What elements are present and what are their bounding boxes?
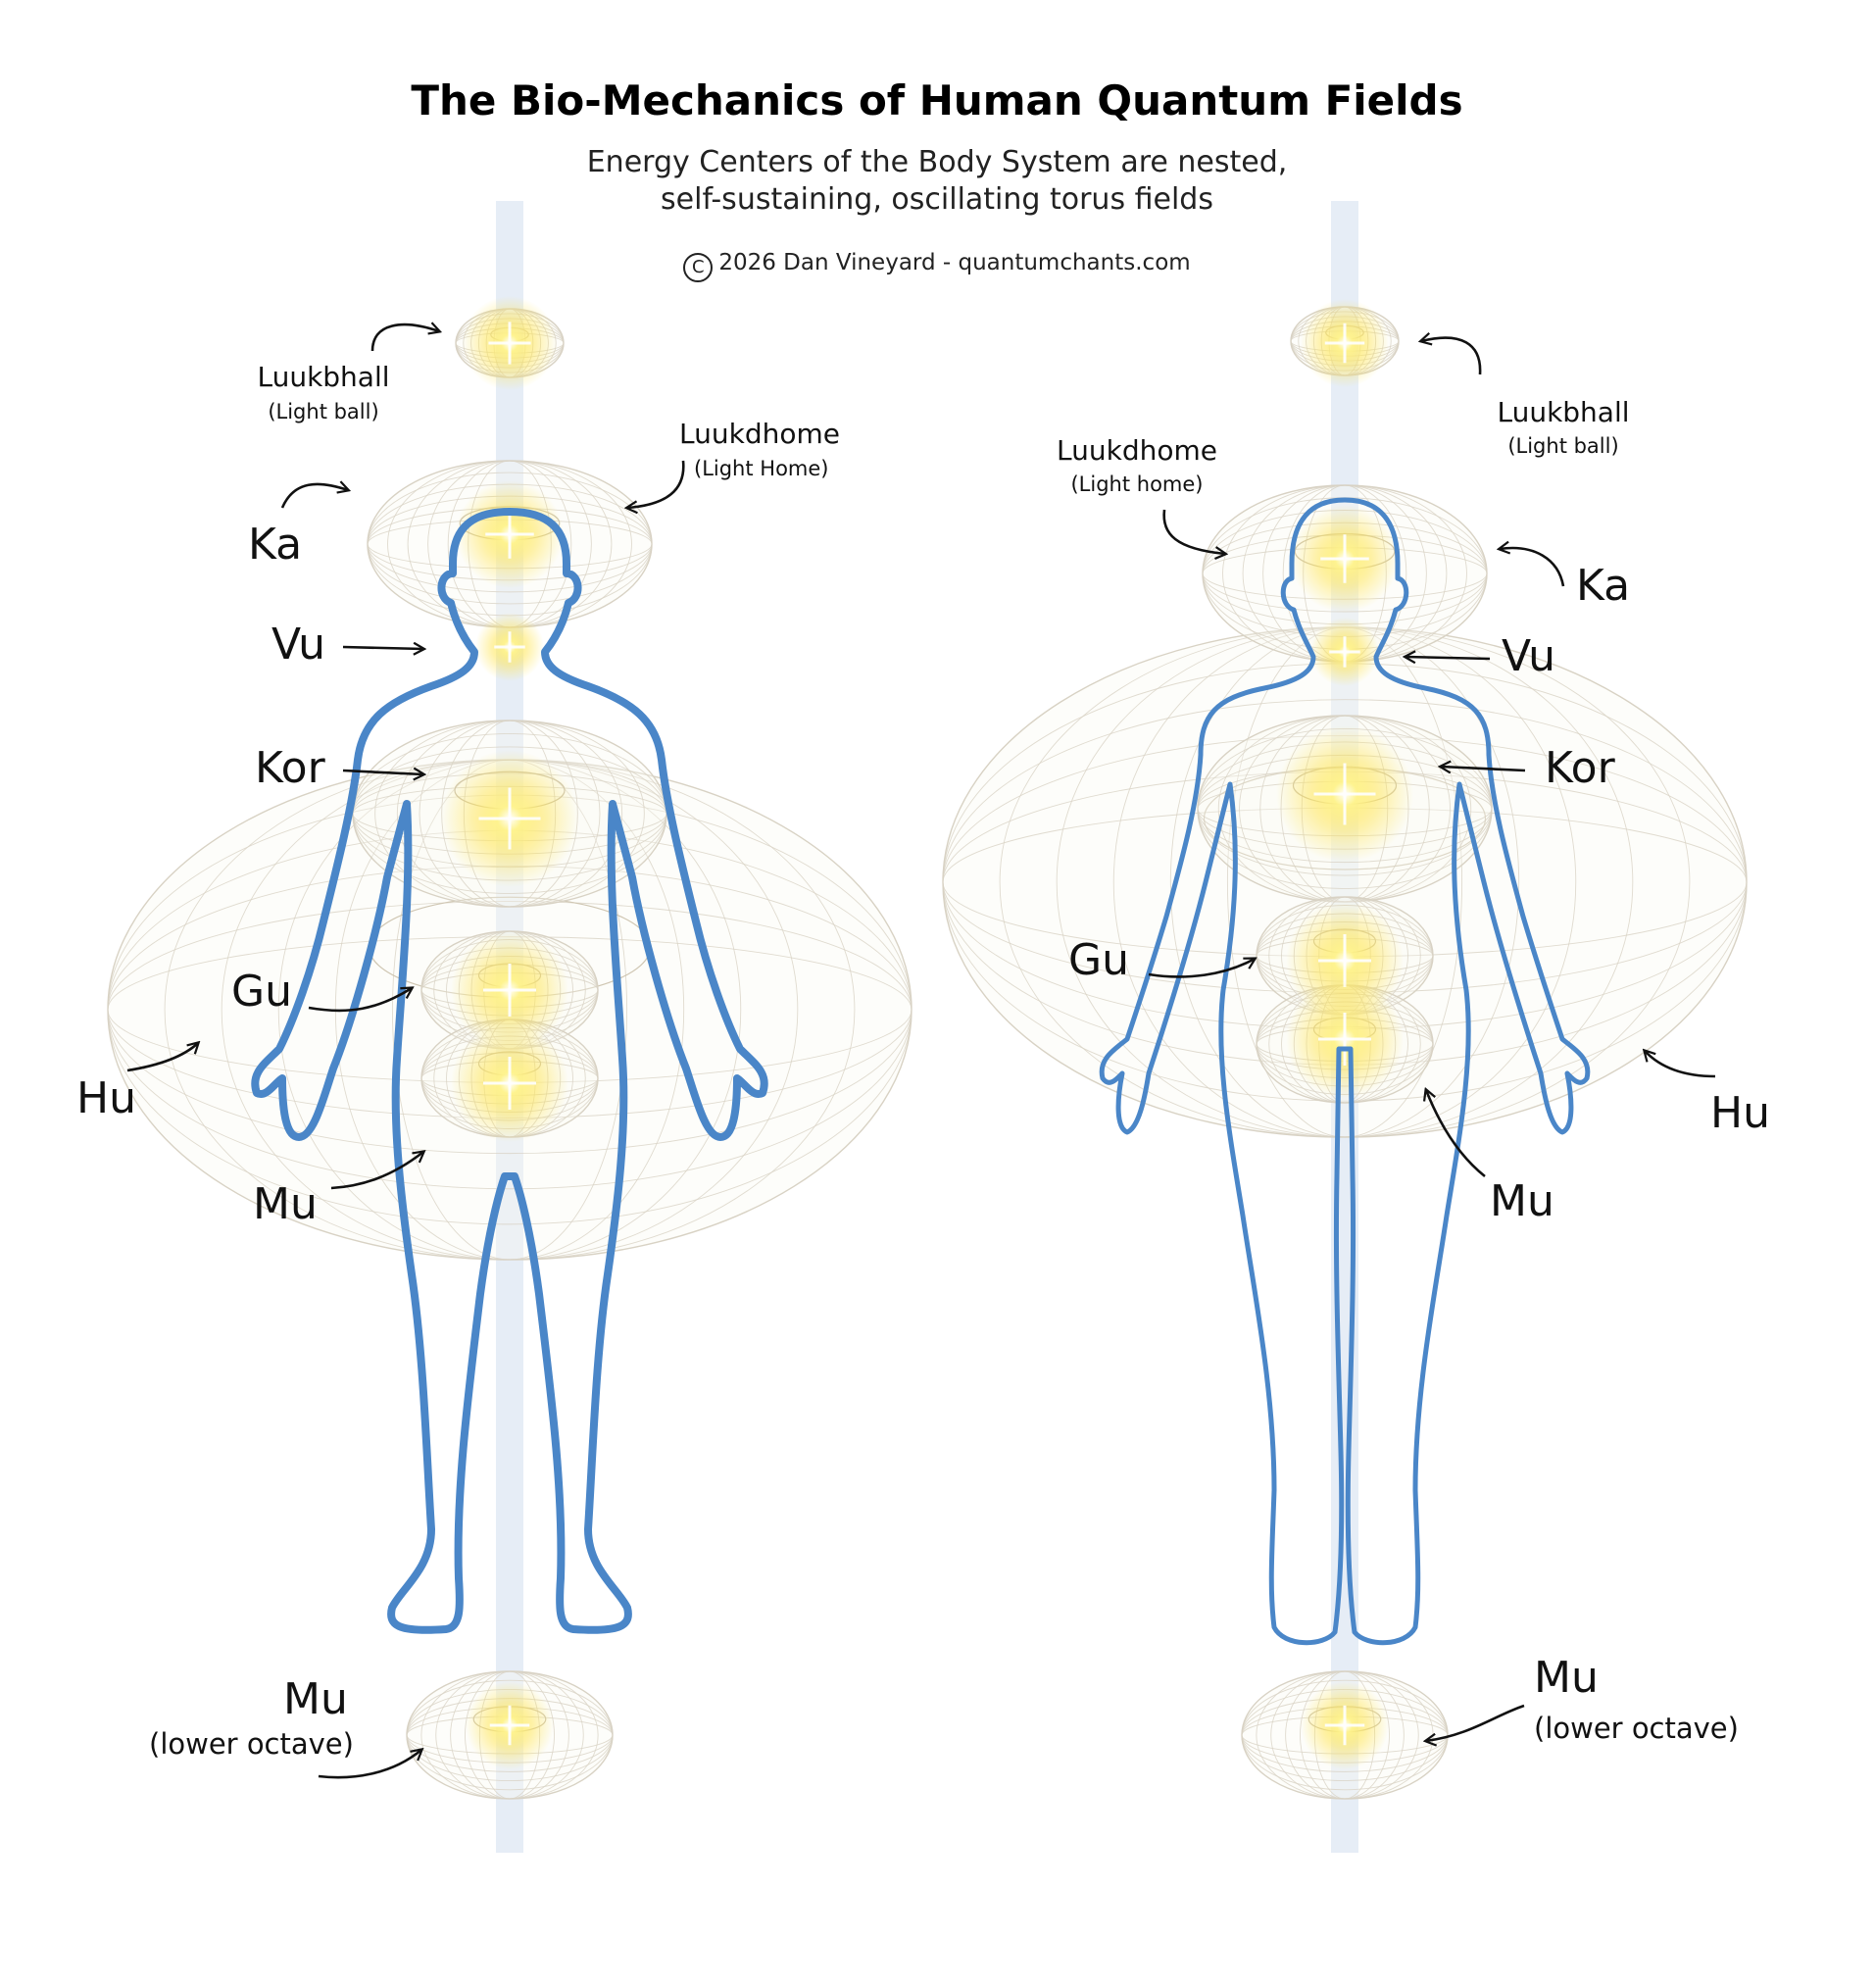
copyright-text: 2026 Dan Vineyard - quantumchants.com bbox=[718, 250, 1190, 275]
left-label-mu-lower: Mu bbox=[283, 1674, 348, 1724]
subtitle-line-1: Energy Centers of the Body System are ne… bbox=[0, 145, 1874, 179]
left-arrow-ka bbox=[282, 484, 348, 508]
left-kor-glow bbox=[441, 750, 578, 887]
left-ka-glow bbox=[456, 480, 564, 588]
right-label-luukdhome: Luukdhome bbox=[1039, 434, 1235, 467]
left-label-vu: Vu bbox=[271, 620, 325, 670]
left-label-kor: Kor bbox=[255, 743, 325, 793]
right-arrow-luukbhall bbox=[1421, 338, 1480, 374]
right-label-luukbhall: Luukbhall bbox=[1475, 396, 1652, 428]
left-vu-glow bbox=[475, 613, 544, 681]
right-label-luukdhome-sub: (Light home) bbox=[1039, 472, 1235, 496]
right-label-luukbhall-sub: (Light ball) bbox=[1475, 434, 1652, 458]
left-label-ka: Ka bbox=[248, 520, 302, 570]
left-label-luukbhall-sub: (Light ball) bbox=[235, 400, 412, 423]
left-label-mu-lower-sub: (lower octave) bbox=[149, 1727, 354, 1761]
left-arrow-luukdhome bbox=[627, 461, 683, 508]
right-ka-glow bbox=[1291, 505, 1399, 613]
right-arrow-ka bbox=[1500, 548, 1563, 586]
right-label-mu-lower-sub: (lower octave) bbox=[1534, 1712, 1739, 1745]
right-mu-glow bbox=[1286, 980, 1404, 1098]
left-label-luukdhome: Luukdhome bbox=[679, 418, 840, 450]
left-label-luukdhome-sub: (Light Home) bbox=[694, 457, 828, 480]
right-kor-glow bbox=[1276, 725, 1413, 863]
left-arrow-luukbhall bbox=[372, 324, 439, 351]
right-vu-glow bbox=[1310, 618, 1379, 686]
left-mu-lower-glow bbox=[466, 1681, 554, 1769]
right-label-hu: Hu bbox=[1710, 1088, 1770, 1138]
page-title: The Bio-Mechanics of Human Quantum Field… bbox=[0, 76, 1874, 124]
left-label-gu: Gu bbox=[231, 967, 292, 1017]
left-luukbhall-glow bbox=[463, 296, 557, 390]
right-label-kor: Kor bbox=[1545, 743, 1615, 793]
right-label-ka: Ka bbox=[1576, 561, 1630, 611]
right-label-gu: Gu bbox=[1068, 935, 1129, 985]
right-arrow-hu bbox=[1645, 1051, 1715, 1076]
right-label-mu: Mu bbox=[1490, 1176, 1554, 1226]
subtitle-line-2: self-sustaining, oscillating torus field… bbox=[0, 182, 1874, 217]
left-label-luukbhall: Luukbhall bbox=[235, 361, 412, 393]
right-mu-lower-glow bbox=[1301, 1681, 1389, 1769]
left-label-mu: Mu bbox=[253, 1179, 318, 1229]
right-luukbhall-glow bbox=[1301, 299, 1389, 387]
right-label-vu: Vu bbox=[1502, 631, 1555, 681]
left-mu-glow bbox=[451, 1024, 568, 1142]
left-label-hu: Hu bbox=[76, 1073, 136, 1123]
copyright-icon: C bbox=[683, 253, 713, 282]
left-arrow-vu bbox=[343, 647, 423, 649]
right-label-mu-lower: Mu bbox=[1534, 1653, 1599, 1703]
